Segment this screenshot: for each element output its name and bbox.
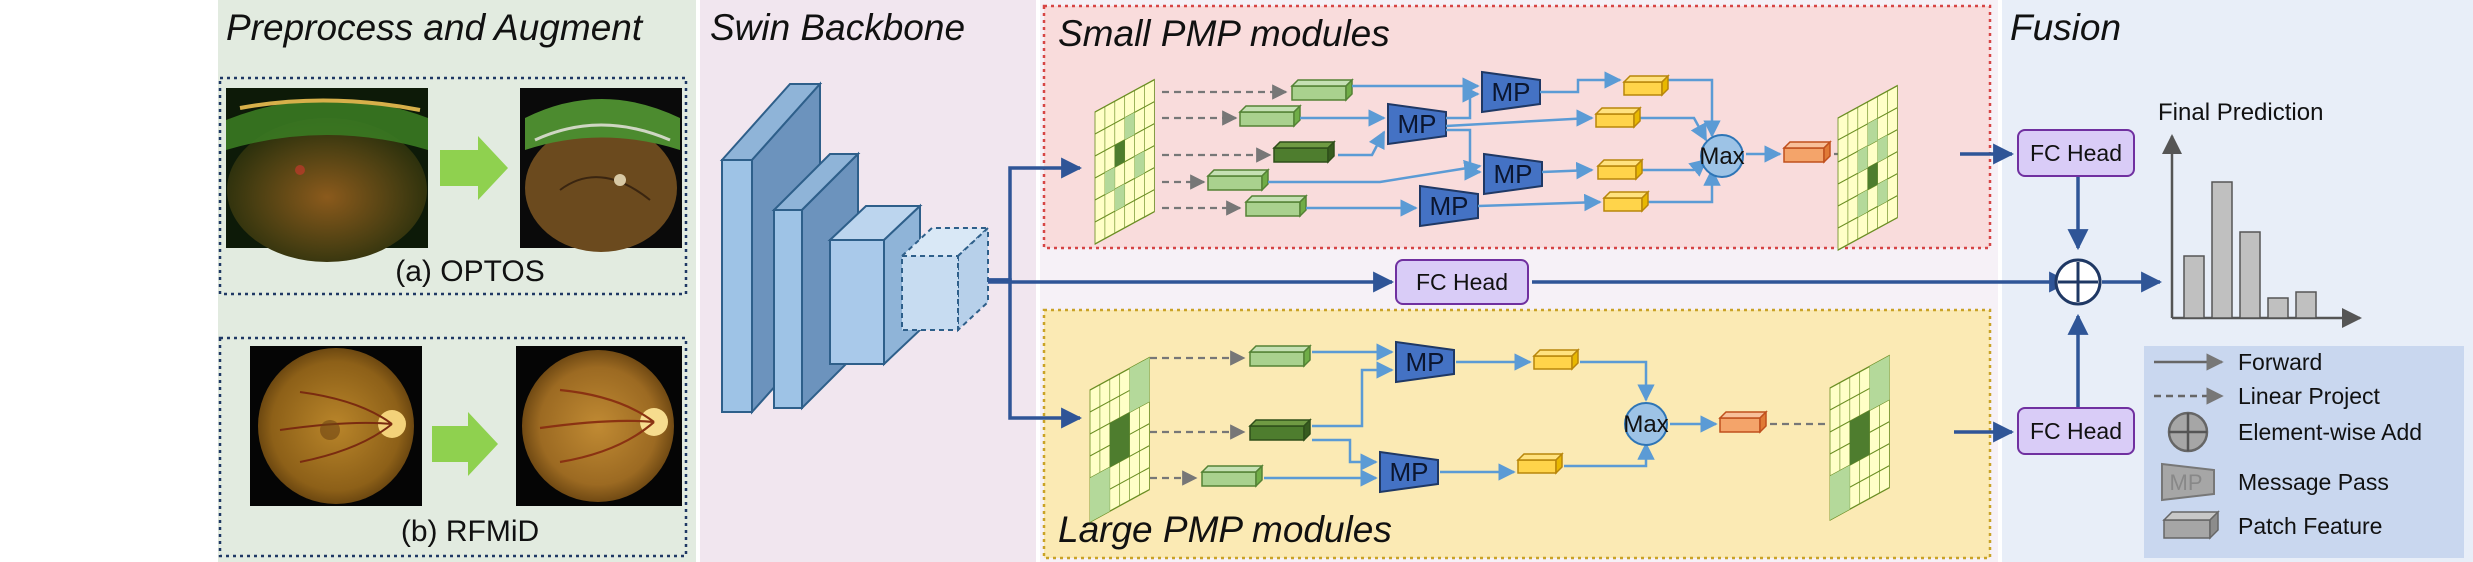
rfmid-caption: (b) RFMiD	[401, 515, 539, 548]
svg-text:MP: MP	[1390, 457, 1429, 487]
svg-text:MP: MP	[2170, 470, 2203, 495]
svg-text:FC Head: FC Head	[1416, 269, 1508, 295]
small-mp-top: MP	[1481, 71, 1541, 113]
optos-box	[218, 76, 688, 296]
patch-feature-icon	[1291, 79, 1353, 101]
final-prediction-histogram	[2162, 134, 2362, 328]
fusion-title: Fusion	[2010, 7, 2121, 48]
legend-patch-feature: Patch Feature	[2162, 510, 2382, 540]
svg-text:Forward: Forward	[2238, 349, 2322, 375]
small-pmp-title: Small PMP modules	[1058, 13, 1390, 54]
large-max-node: Max	[1623, 402, 1669, 446]
patch-feature-icon	[1533, 349, 1579, 370]
patch-feature-icon	[1603, 191, 1649, 212]
rfmid-augmented-image	[516, 346, 682, 506]
legend-message-pass: MP Message Pass	[2161, 462, 2389, 502]
small-mp-left: MP	[1387, 103, 1447, 145]
patch-feature-icon	[1783, 141, 1831, 163]
augment-arrow-icon	[440, 136, 508, 200]
svg-text:FC Head: FC Head	[2030, 418, 2122, 444]
svg-text:Message Pass: Message Pass	[2238, 469, 2389, 495]
svg-text:Max: Max	[1699, 143, 1744, 170]
rfmid-raw-image	[250, 346, 422, 506]
fc-head-global: FC Head	[1395, 259, 1529, 305]
patch-feature-icon	[1595, 107, 1641, 128]
swin-backbone-blocks	[719, 81, 991, 415]
circle-plus-icon	[2167, 411, 2209, 453]
svg-text:MP: MP	[1430, 191, 1469, 221]
patch-feature-icon	[1273, 141, 1335, 163]
patch-feature-icon	[1719, 411, 1767, 433]
patch-feature-icon	[1623, 75, 1669, 96]
patch-feature-icon	[1245, 195, 1307, 217]
patch-feature-icon	[1597, 159, 1643, 180]
fc-head-large: FC Head	[2017, 407, 2135, 455]
augment-arrow-icon	[432, 412, 498, 476]
legend-element-wise-add: Element-wise Add	[2167, 411, 2422, 453]
patch-feature-icon	[1249, 419, 1311, 441]
patch-feature-icon	[1517, 453, 1563, 474]
large-output-patch-grid	[1829, 354, 1890, 521]
patch-feature-icon	[1201, 465, 1263, 487]
preprocess-title: Preprocess and Augment	[226, 7, 644, 48]
backbone-output-arrows	[988, 157, 2071, 429]
small-max-node: Max	[1699, 134, 1745, 178]
small-output-patch-grid	[1837, 84, 1898, 251]
optos-caption: (a) OPTOS	[395, 255, 544, 288]
backbone-title: Swin Backbone	[710, 7, 965, 48]
patch-feature-icon	[2162, 510, 2220, 540]
element-wise-add-icon	[2054, 258, 2102, 306]
svg-text:Linear Project: Linear Project	[2238, 383, 2381, 409]
large-mp-bottom: MP	[1379, 451, 1439, 493]
svg-text:MP: MP	[1406, 347, 1445, 377]
svg-text:FC Head: FC Head	[2030, 140, 2122, 166]
rfmid-box	[218, 336, 688, 558]
large-mp-top: MP	[1395, 341, 1455, 383]
optos-raw-image	[226, 88, 428, 262]
svg-text:MP: MP	[1398, 109, 1437, 139]
patch-feature-icon	[1249, 345, 1311, 367]
fc-head-small: FC Head	[2017, 129, 2135, 177]
patch-feature-icon	[1239, 105, 1301, 127]
legend-linear-project: Linear Project	[2154, 383, 2381, 409]
small-mp-bottom: MP	[1419, 185, 1479, 227]
message-pass-icon: MP	[2161, 462, 2215, 502]
patch-feature-icon	[1207, 169, 1269, 191]
svg-text:MP: MP	[1492, 77, 1531, 107]
small-mp-mid: MP	[1483, 153, 1543, 195]
legend-forward: Forward	[2154, 349, 2322, 375]
large-input-patch-grid	[1089, 356, 1150, 523]
svg-text:Max: Max	[1623, 411, 1668, 438]
large-pmp-title: Large PMP modules	[1058, 509, 1392, 550]
svg-text:Patch Feature: Patch Feature	[2238, 513, 2382, 539]
svg-text:MP: MP	[1494, 159, 1533, 189]
small-input-patch-grid	[1094, 78, 1155, 245]
svg-text:Element-wise Add: Element-wise Add	[2238, 419, 2422, 445]
final-prediction-label: Final Prediction	[2158, 99, 2323, 126]
optos-augmented-image	[520, 88, 682, 252]
